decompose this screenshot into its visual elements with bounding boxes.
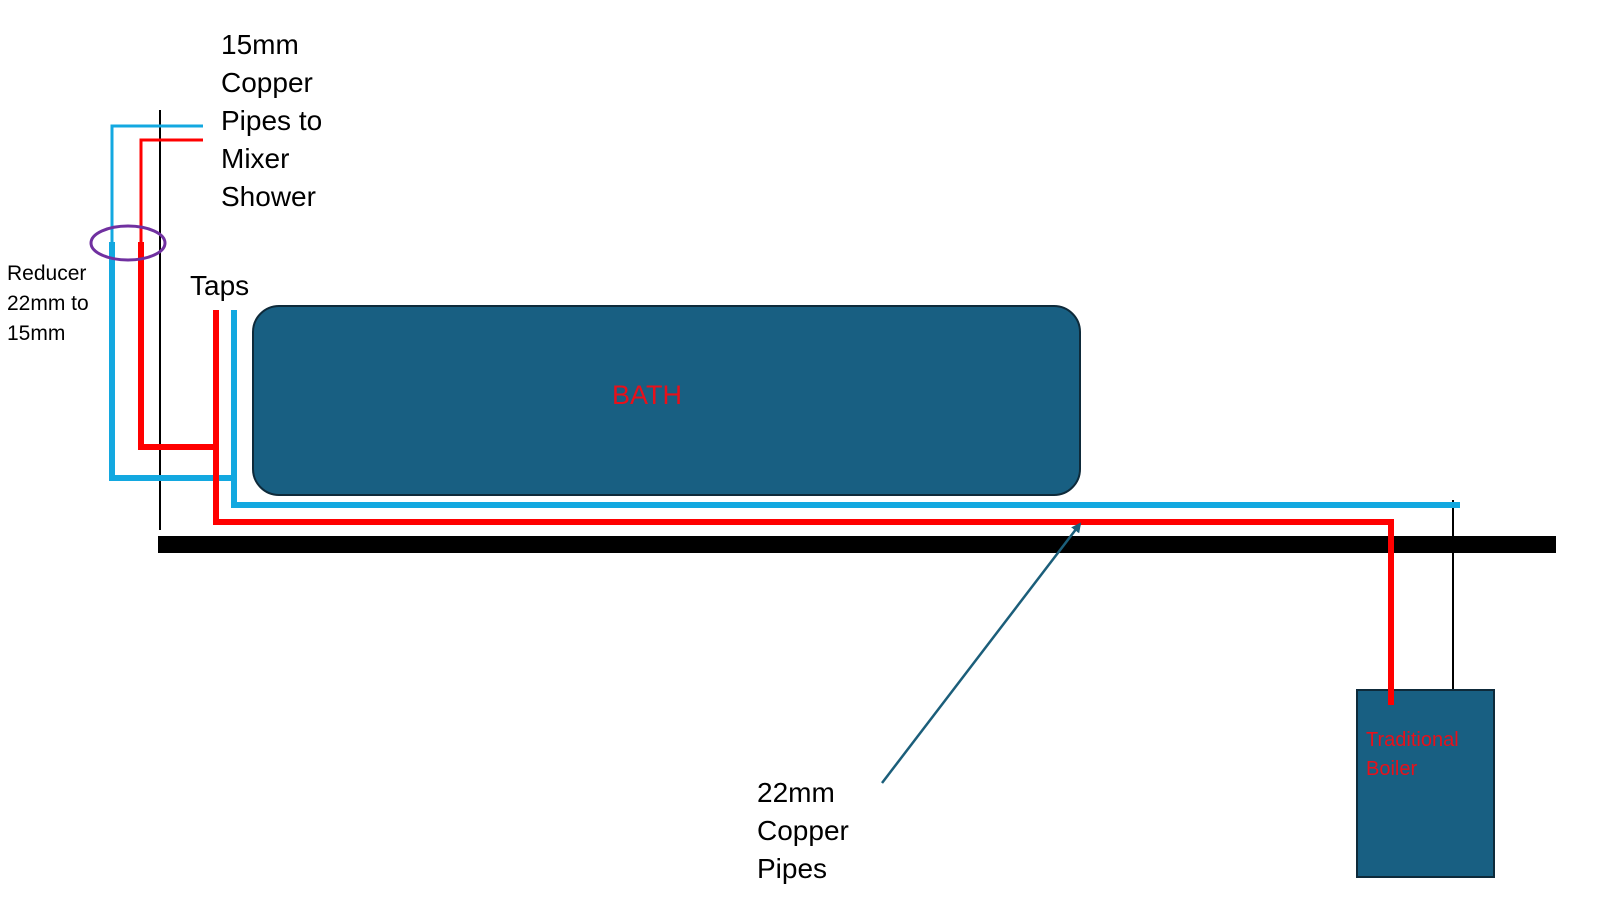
shower-pipes-line-2: Copper [221, 67, 313, 98]
hot-pipe-shower-branch [138, 242, 216, 450]
shower-pipes-label: 15mm Copper Pipes to Mixer Shower [221, 29, 330, 212]
reducer-line-1: Reducer [7, 262, 86, 285]
bath-shape [252, 305, 1081, 496]
main-pipes-line-2: Copper [757, 815, 849, 846]
cold-pipe-main [231, 310, 1460, 508]
boiler-label: Traditional Boiler [1366, 729, 1464, 780]
main-pipes-line-1: 22mm [757, 777, 835, 808]
hot-pipe-15mm [139, 138, 203, 244]
reducer-line-2: 22mm to [7, 292, 89, 315]
taps-label: Taps [190, 270, 249, 301]
shower-pipes-line-3: Pipes to [221, 105, 322, 136]
boiler-line-2: Boiler [1366, 758, 1417, 780]
main-pipes-line-3: Pipes [757, 853, 827, 884]
bath-label: BATH [612, 380, 682, 410]
main-pipes-label: 22mm Copper Pipes [757, 777, 857, 884]
shower-pipes-line-1: 15mm [221, 29, 299, 60]
shower-pipes-line-4: Mixer [221, 143, 289, 174]
floor-bar [158, 536, 1556, 553]
boiler-shape [1356, 689, 1495, 878]
reducer-line-3: 15mm [7, 322, 65, 345]
boiler-line-1: Traditional [1366, 729, 1459, 751]
reducer-circle [89, 224, 167, 262]
leader-arrow [881, 522, 1082, 784]
hot-pipe-main [213, 310, 1394, 705]
cold-pipe-15mm [110, 124, 203, 244]
reducer-label: Reducer 22mm to 15mm [7, 262, 95, 345]
cold-pipe-shower-branch [109, 242, 232, 481]
shower-pipes-line-5: Shower [221, 181, 316, 212]
